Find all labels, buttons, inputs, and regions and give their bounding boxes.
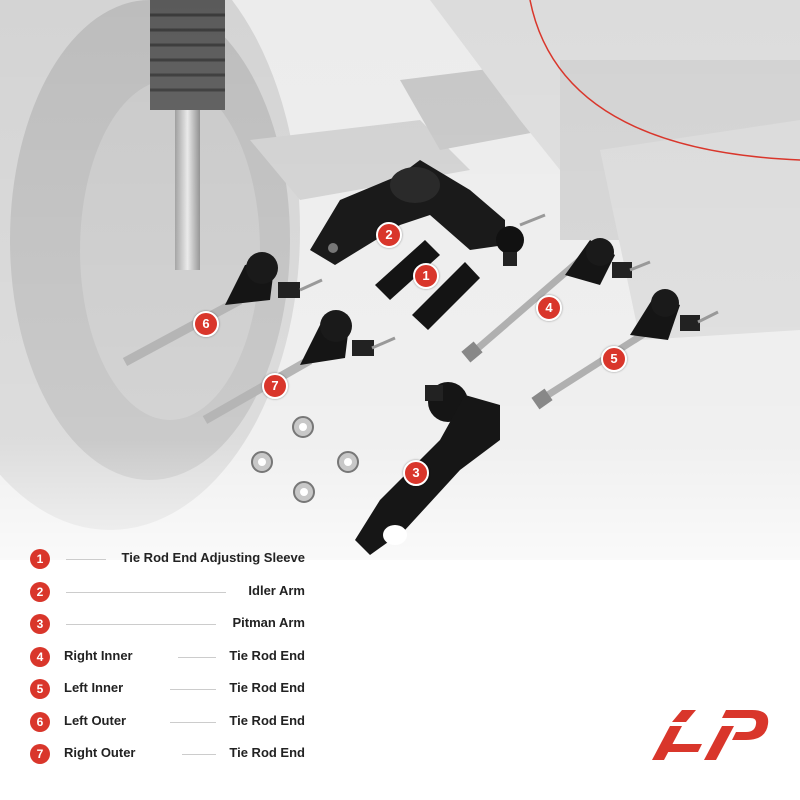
legend-row: 5 Left Inner Tie Rod End (30, 677, 305, 710)
a-premium-logo-icon (652, 710, 769, 760)
legend-left-label: Left Inner (64, 680, 124, 695)
legend-row: 4 Right Inner Tie Rod End (30, 645, 305, 678)
legend-divider (178, 656, 216, 658)
right-inner-tie-rod-part (461, 238, 651, 363)
callout-3: 3 (403, 460, 429, 486)
legend-right-label: Tie Rod End (229, 680, 305, 695)
legend-divider (170, 689, 216, 690)
legend-left-label: Right Inner (64, 647, 133, 663)
callout-4: 4 (536, 295, 562, 321)
callout-5: 5 (601, 346, 627, 372)
legend-number: 7 (30, 744, 50, 764)
legend-number: 3 (30, 614, 50, 634)
callout-7: 7 (262, 373, 288, 399)
callout-6: 6 (193, 311, 219, 337)
callout-2: 2 (376, 222, 402, 248)
legend-divider (66, 624, 216, 625)
legend-number: 1 (30, 549, 50, 569)
right-outer-tie-rod-part (202, 310, 396, 424)
legend-right-label: Tie Rod End (229, 745, 305, 760)
legend-right-label: Pitman Arm (232, 615, 305, 630)
legend-number: 6 (30, 711, 50, 732)
legend-left-label: Left Outer (64, 712, 127, 728)
legend-row: 6 Left Outer Tie Rod End (30, 710, 305, 743)
legend-right-label: Tie Rod End (229, 712, 305, 728)
legend-number: 4 (30, 646, 50, 667)
left-outer-tie-rod-part (122, 252, 323, 366)
legend-left-label: Right Outer (64, 745, 136, 760)
legend-row: 7 Right Outer Tie Rod End (30, 742, 305, 775)
legend-right-label: Tie Rod End (229, 647, 305, 663)
adjusting-sleeves-part (375, 240, 480, 330)
legend-divider (182, 754, 216, 755)
legend-row: 3 Pitman Arm (30, 612, 305, 645)
parts-legend: 1 Tie Rod End Adjusting Sleeve 2 Idler A… (30, 547, 305, 775)
legend-divider (66, 591, 226, 593)
callout-1: 1 (413, 263, 439, 289)
idler-arm-part (310, 160, 546, 266)
left-inner-tie-rod-part (531, 289, 719, 410)
legend-number: 2 (30, 581, 50, 602)
legend-divider (170, 721, 216, 723)
legend-right-label: Idler Arm (248, 582, 305, 598)
legend-number: 5 (30, 679, 50, 699)
legend-row: 1 Tie Rod End Adjusting Sleeve (30, 547, 305, 580)
legend-row: 2 Idler Arm (30, 580, 305, 613)
legend-right-label: Tie Rod End Adjusting Sleeve (121, 550, 305, 565)
legend-divider (66, 559, 106, 560)
